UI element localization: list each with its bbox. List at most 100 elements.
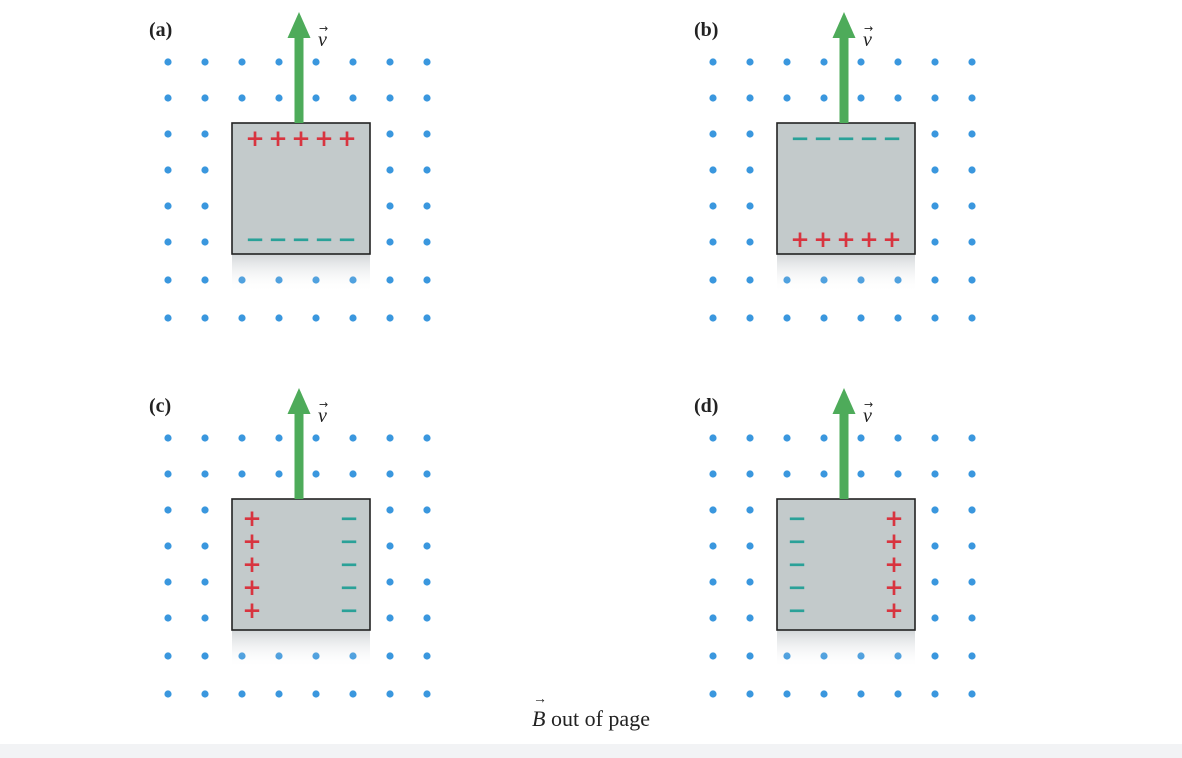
field-dot (238, 58, 246, 66)
field-dot (386, 238, 394, 246)
field-dot (857, 314, 865, 322)
field-dot (312, 314, 320, 322)
field-dot (164, 130, 172, 138)
field-dot (349, 434, 357, 442)
field-dot (386, 166, 394, 174)
field-dot (275, 314, 283, 322)
field-dot (931, 276, 939, 284)
negative-charge: − (314, 227, 333, 253)
positive-charge: + (882, 227, 901, 253)
negative-charge: − (859, 126, 878, 152)
field-dot (746, 470, 754, 478)
negative-charge: − (339, 529, 358, 555)
field-dot (894, 58, 902, 66)
field-dot (386, 652, 394, 660)
field-dot (783, 314, 791, 322)
field-dot (709, 58, 717, 66)
positive-charge: + (790, 227, 809, 253)
field-dot (164, 166, 172, 174)
field-dot (746, 130, 754, 138)
vector-arrow-glyph: → (864, 398, 873, 411)
field-dot (164, 614, 172, 622)
positive-charge: + (291, 126, 310, 152)
field-dot (783, 58, 791, 66)
field-dot (931, 470, 939, 478)
field-dot (201, 542, 209, 550)
velocity-arrow-head (287, 388, 311, 414)
field-dot (386, 58, 394, 66)
field-dot (275, 94, 283, 102)
field-dot (164, 506, 172, 514)
field-dot (312, 58, 320, 66)
field-dot (820, 314, 828, 322)
field-dot (164, 578, 172, 586)
conducting-plate (776, 122, 916, 255)
field-dot (312, 690, 320, 698)
field-dot (423, 578, 431, 586)
field-dot (709, 276, 717, 284)
field-dot (894, 434, 902, 442)
field-dot (423, 542, 431, 550)
field-dot (164, 276, 172, 284)
positive-charge: + (242, 598, 261, 624)
field-dot (201, 238, 209, 246)
panel-d: (d)v→+++++−−−−− (694, 388, 976, 698)
field-dot (312, 94, 320, 102)
field-dot (275, 470, 283, 478)
field-dot (201, 276, 209, 284)
field-dot (968, 58, 976, 66)
field-dot (238, 314, 246, 322)
field-dot (201, 578, 209, 586)
field-dot (201, 506, 209, 514)
field-dot (164, 238, 172, 246)
field-dot (968, 434, 976, 442)
field-dot (201, 166, 209, 174)
field-dot (709, 578, 717, 586)
field-dot (968, 614, 976, 622)
field-dot (423, 58, 431, 66)
b-vector-symbol: B (532, 706, 545, 731)
field-dot (386, 94, 394, 102)
field-dot (931, 506, 939, 514)
velocity-arrow-shaft (839, 412, 849, 499)
field-dot (386, 130, 394, 138)
field-dot (894, 94, 902, 102)
field-dot (386, 578, 394, 586)
conducting-plate (231, 498, 371, 631)
field-dot (201, 202, 209, 210)
field-caption: B out of page (0, 706, 1182, 732)
positive-charge: + (836, 227, 855, 253)
field-dot (423, 506, 431, 514)
field-dot (164, 58, 172, 66)
field-dot (709, 130, 717, 138)
negative-charge: − (787, 575, 806, 601)
field-dot (968, 506, 976, 514)
field-dot (709, 614, 717, 622)
field-dot (312, 470, 320, 478)
field-dot (423, 94, 431, 102)
negative-charge: − (813, 126, 832, 152)
field-dot (931, 166, 939, 174)
field-dot (894, 314, 902, 322)
positive-charge: + (859, 227, 878, 253)
field-dot (238, 94, 246, 102)
negative-charge: − (291, 227, 310, 253)
panel-label: (c) (149, 395, 171, 417)
field-dot (820, 434, 828, 442)
field-dot (201, 314, 209, 322)
field-dot (164, 314, 172, 322)
velocity-arrow-head (287, 12, 311, 38)
field-dot (746, 578, 754, 586)
field-dot (857, 434, 865, 442)
field-dot (164, 542, 172, 550)
field-dot (201, 652, 209, 660)
field-dot (857, 470, 865, 478)
field-dot (164, 434, 172, 442)
field-dot (746, 614, 754, 622)
field-dot (349, 94, 357, 102)
field-dot (164, 470, 172, 478)
field-dot (931, 130, 939, 138)
field-dot (709, 434, 717, 442)
field-dot (423, 238, 431, 246)
field-dot (238, 434, 246, 442)
